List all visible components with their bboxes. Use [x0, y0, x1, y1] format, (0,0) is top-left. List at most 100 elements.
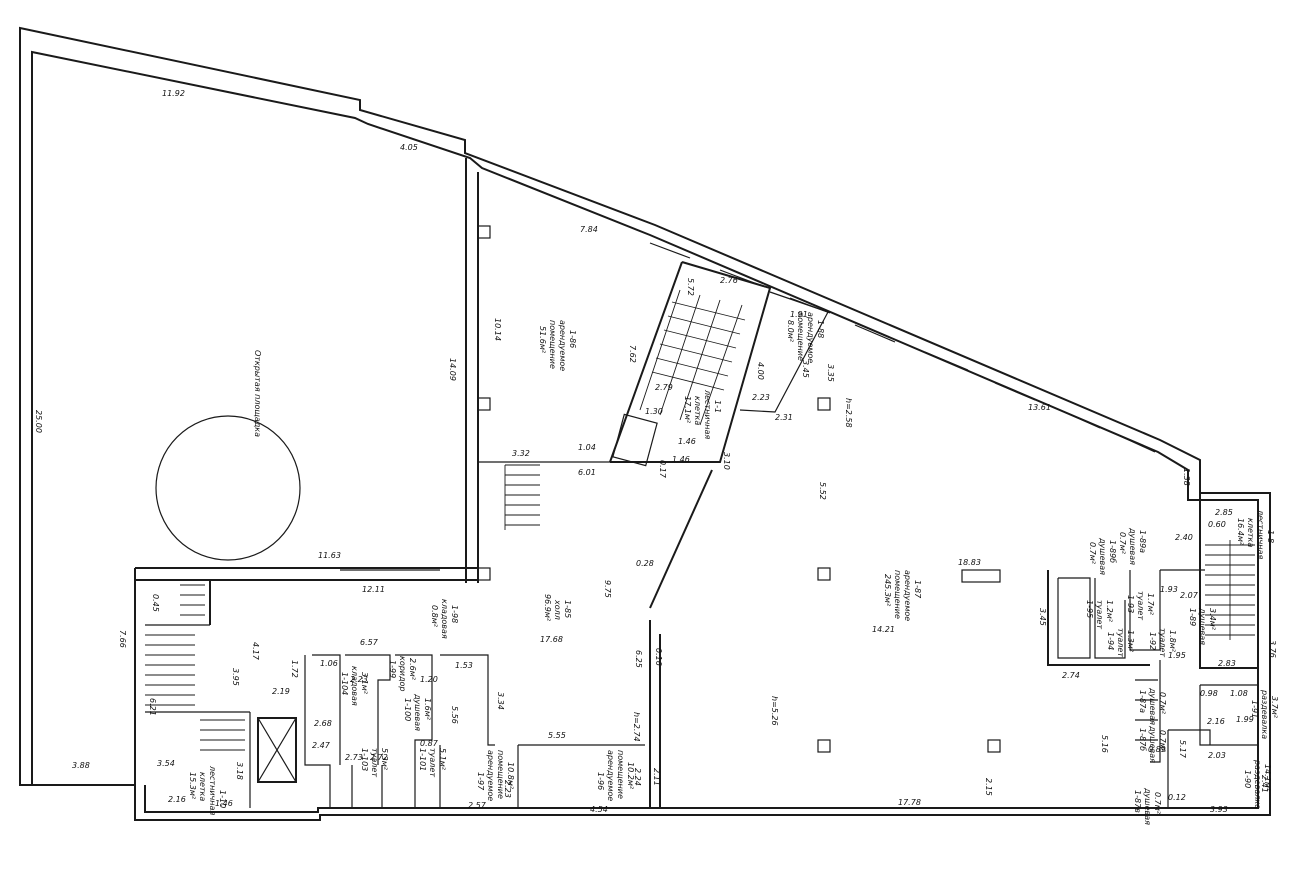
room-type: арендуемое: [903, 570, 912, 621]
room-num: 1-89: [1188, 608, 1197, 626]
room-area: 3.4м²: [1208, 608, 1217, 631]
room-labels: 1-86 арендуемое помещение 51.6м² 1-88 ар…: [188, 312, 1279, 825]
stair-1-8: [1205, 540, 1255, 640]
room-type: холл: [553, 599, 562, 620]
columns: [477, 225, 1001, 753]
dim-017: 0.17: [658, 460, 667, 479]
room-num: 1-87в: [1133, 790, 1142, 813]
dim-555: 5.55: [548, 731, 566, 740]
dim-556: 5.56: [450, 706, 459, 724]
room-1-91: 1-91 раздевалка 3.7м²: [1250, 689, 1279, 739]
room-1-85: 1-85 холл 96.9м²: [543, 594, 572, 622]
stair-entrance: [504, 464, 540, 530]
room-1-101: 1-101 туалет 5.1м²: [418, 748, 447, 777]
dim-216: 2.16: [168, 795, 186, 804]
room-type2: помещение: [893, 570, 902, 619]
room-num: 1-104: [340, 672, 349, 695]
room-1-98: 1-98 кладовая 0.8м²: [430, 599, 459, 639]
room-area: 1.6м²: [423, 698, 432, 721]
dim-332: 3.32: [512, 449, 530, 458]
room-type2: клетка: [693, 396, 702, 425]
dim-left-height: 25.00: [34, 410, 43, 433]
dim-room86-left: 10.14: [493, 318, 502, 341]
room-type: арендуемое: [486, 750, 495, 801]
dim-060: 0.60: [1208, 520, 1226, 529]
room-area: 1.2м²: [1105, 600, 1114, 623]
dim-231: 2.31: [775, 413, 793, 422]
dim-012: 0.12: [1168, 793, 1186, 802]
dim-1211: 12.11: [362, 585, 385, 594]
room-num: 1-90: [1243, 770, 1252, 788]
dim-016: 0.16: [654, 648, 663, 666]
dim-247: 2.47: [312, 741, 331, 750]
dim-h274: h=2.74: [632, 712, 641, 742]
room-num: 1-1: [713, 400, 722, 413]
dim-h526: h=5.26: [770, 696, 779, 726]
dim-106: 1.06: [320, 659, 338, 668]
room-1-103: 1-103 туалет 5.3м²: [360, 748, 389, 777]
dim-172: 1.72: [290, 660, 299, 678]
room-1-87a: 1-87а душевая 0.7м²: [1138, 687, 1167, 725]
dim-601: 6.01: [578, 468, 596, 477]
room-area: 96.9м²: [543, 594, 552, 622]
dim-310: 3.10: [722, 452, 731, 470]
dim-621: 6.21: [148, 698, 157, 716]
room-area: 0.7м²: [1158, 730, 1167, 753]
room-1-99: 1-99 коридор 2.6м²: [388, 656, 417, 692]
room-type: туалет: [428, 748, 437, 777]
room-type2: клетка: [1246, 518, 1255, 547]
room-area: 10.2м²: [626, 762, 635, 790]
dim-193: 1.93: [1160, 585, 1178, 594]
room-area: 1.7м²: [1146, 593, 1155, 616]
room-type2: помещение: [616, 750, 625, 799]
dim-146c: 1.46: [215, 799, 233, 808]
dim-223: 2.23: [752, 393, 770, 402]
room-type2: помещение: [796, 312, 805, 361]
dim-272: 2.72: [370, 753, 388, 762]
room-area: 1.8м²: [1168, 630, 1177, 653]
dim-top-step: 4.05: [400, 143, 418, 152]
dim-1778: 17.78: [898, 798, 921, 807]
dim-h258: h=2.58: [844, 398, 853, 428]
room-area: 16.4м²: [1236, 518, 1245, 546]
dim-108: 1.08: [1230, 689, 1248, 698]
dim-223b: 2.23: [350, 675, 368, 684]
dim-outdoor-bottom: 11.63: [318, 551, 341, 560]
dim-211: 2.11: [652, 768, 661, 786]
room-num: 1-89б: [1108, 540, 1117, 563]
dim-393: 3.93: [1210, 805, 1228, 814]
room-1-100: 1-100 душевая 1.6м²: [403, 693, 432, 731]
dim-516: 5.16: [1100, 735, 1109, 753]
dim-087: 0.87: [420, 739, 439, 748]
dim-room86-top: 7.84: [580, 225, 598, 234]
room-type: туалет: [1136, 591, 1145, 620]
room-area: 3.1м²: [360, 672, 369, 695]
dim-285: 2.85: [1215, 508, 1233, 517]
room-area: 17.1м²: [683, 396, 692, 424]
room-1-90: 1-90 раздевалка 14.1м²: [1243, 759, 1272, 809]
room-type: раздевалка: [1260, 689, 1269, 739]
room-1-87v: 1-87в душевая 0.7м²: [1133, 787, 1162, 825]
dimension-labels: 11.92 25.00 3.88 4.05 14.09 11.63 7.84 1…: [34, 89, 1277, 814]
dim-right-top: 13.61: [1028, 403, 1051, 412]
dim-room86-diag: 7.62: [628, 345, 637, 363]
room-num: 1-87: [913, 580, 922, 599]
dim-045: 0.45: [151, 594, 160, 612]
dim-outdoor-right: 14.09: [448, 358, 457, 381]
room-type: коридор: [398, 656, 407, 692]
room-type: арендуемое: [558, 320, 567, 371]
dim-417: 4.17: [251, 642, 260, 661]
room-type: душевая: [1198, 607, 1207, 645]
dim-395: 3.95: [231, 668, 240, 686]
room-1-89a: 1-89а душевая 0.7м²: [1118, 527, 1147, 565]
room-area: 8.0м²: [786, 320, 795, 343]
dim-146b: 1.46: [672, 455, 690, 464]
room-type: туалет: [1158, 628, 1167, 657]
dim-1883: 18.83: [958, 558, 981, 567]
dim-bottom-left: 3.88: [72, 761, 90, 770]
room-1-94: 1-94 туалет 1.3м²: [1106, 628, 1135, 657]
room-type: лестничная: [1256, 509, 1265, 559]
dim-354: 3.54: [157, 759, 175, 768]
room-num: 1-103: [360, 748, 369, 771]
room-area: 0.8м²: [430, 605, 439, 628]
